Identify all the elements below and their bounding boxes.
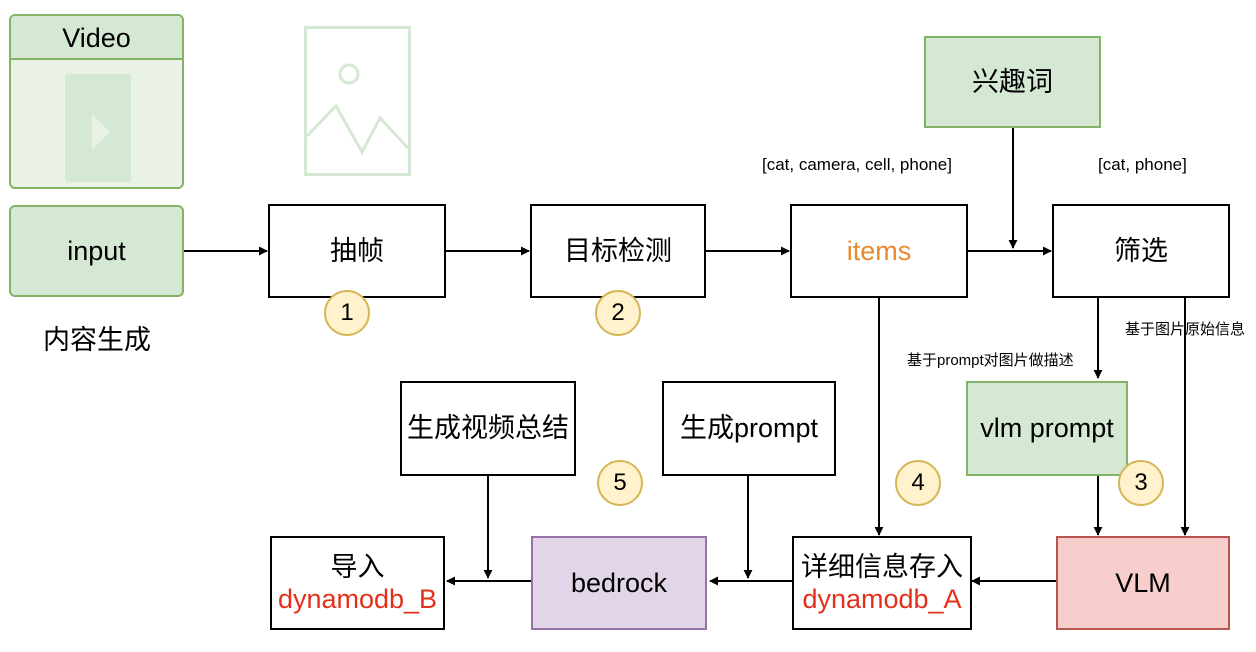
object-detection-label: 目标检测 — [564, 235, 672, 266]
interest-words-node: 兴趣词 — [924, 36, 1101, 128]
video-card-title: Video — [62, 23, 131, 53]
vlm-prompt-node: vlm prompt — [966, 381, 1128, 476]
store-line2: dynamodb_A — [802, 584, 962, 614]
import-line1: 导入 — [330, 551, 385, 582]
items-node: items — [790, 204, 968, 298]
store-line1: 详细信息存入 — [801, 551, 963, 582]
import-line2: dynamodb_B — [277, 584, 438, 614]
vlm-node: VLM — [1056, 536, 1230, 630]
gen-prompt-label: 生成prompt — [679, 413, 819, 444]
step-badge-1: 1 — [324, 290, 370, 336]
items-list-label: [cat, camera, cell, phone] — [762, 155, 952, 174]
filter-label: 筛选 — [1114, 235, 1168, 266]
bedrock-node: bedrock — [531, 536, 707, 630]
step-badge-4: 4 — [895, 460, 941, 506]
describe-by-prompt-label: 基于prompt对图片做描述 — [907, 352, 1074, 369]
play-icon — [65, 74, 131, 182]
vlm-prompt-label: vlm prompt — [980, 413, 1114, 444]
interest-words-label: 兴趣词 — [972, 66, 1053, 97]
input-node: input — [9, 205, 184, 297]
extract-frames-label: 抽帧 — [330, 235, 384, 266]
step-badge-5: 5 — [597, 460, 643, 506]
filter-node: 筛选 — [1052, 204, 1230, 298]
video-card: Video — [9, 14, 184, 189]
gen-summary-node: 生成视频总结 — [400, 381, 576, 476]
extract-frames-node: 抽帧 — [268, 204, 446, 298]
input-node-label: input — [67, 235, 126, 266]
gen-prompt-node: 生成prompt — [662, 381, 836, 476]
image-placeholder-icon — [304, 26, 411, 176]
store-dynamodb-a-node: 详细信息存入 dynamodb_A — [792, 536, 972, 630]
import-dynamodb-b-node: 导入 dynamodb_B — [270, 536, 445, 630]
vlm-label: VLM — [1115, 567, 1171, 598]
step-badge-3: 3 — [1118, 460, 1164, 506]
items-label: items — [846, 235, 912, 266]
object-detection-node: 目标检测 — [530, 204, 706, 298]
bedrock-label: bedrock — [570, 567, 668, 598]
filtered-list-label: [cat, phone] — [1098, 155, 1187, 174]
based-on-original-label: 基于图片原始信息 — [1125, 321, 1246, 338]
gen-summary-label: 生成视频总结 — [407, 413, 569, 444]
video-card-header — [11, 16, 182, 60]
content-gen-label: 内容生成 — [43, 325, 151, 355]
step-badge-2: 2 — [595, 290, 641, 336]
